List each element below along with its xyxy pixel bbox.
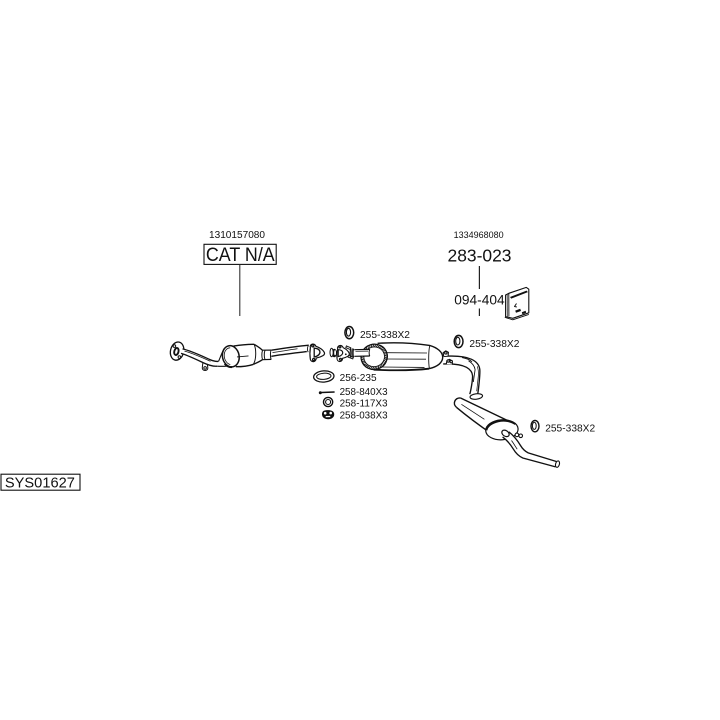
svg-text:258-840X3: 258-840X3 — [340, 387, 388, 398]
svg-text:SYS01627: SYS01627 — [5, 475, 75, 491]
svg-text:258-117X3: 258-117X3 — [340, 398, 388, 409]
svg-text:CAT N/A: CAT N/A — [206, 245, 275, 266]
svg-text:1310157080: 1310157080 — [209, 230, 265, 241]
svg-text:094-404: 094-404 — [454, 293, 505, 308]
svg-text:1334968080: 1334968080 — [454, 230, 504, 240]
svg-text:255-338X2: 255-338X2 — [469, 339, 519, 350]
svg-text:255-338X2: 255-338X2 — [360, 330, 410, 341]
svg-text:258-038X3: 258-038X3 — [340, 410, 388, 421]
svg-text:256-235: 256-235 — [340, 373, 377, 384]
svg-text:283-023: 283-023 — [448, 246, 512, 266]
svg-text:255-338X2: 255-338X2 — [545, 423, 595, 434]
